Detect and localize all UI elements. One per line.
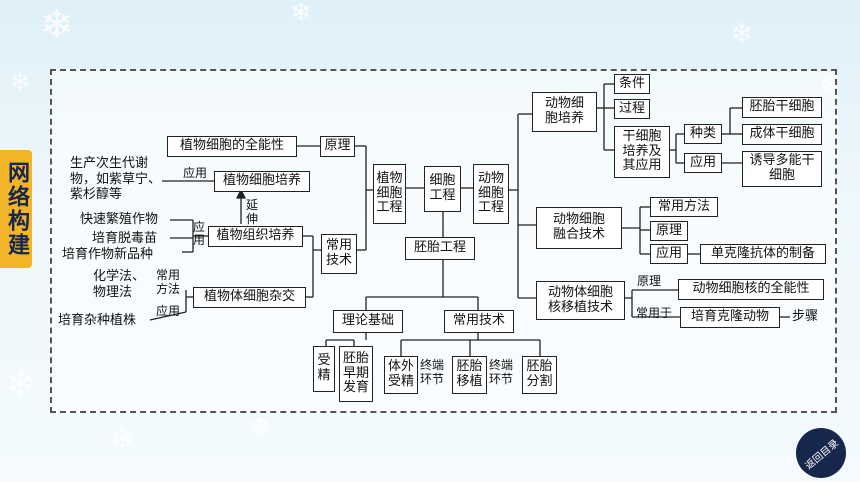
node-common-technique: 常用技术 [444,310,514,333]
node-adult-stem-cell: 成体干细胞 [742,124,822,145]
node-plant-cell-engineering: 植物 细胞 工程 [373,164,406,224]
node-process: 过程 [614,99,650,119]
text-virus-free: 培育脱毒苗 [92,231,158,246]
text-hybrid-plant: 培育杂种植株 [58,313,137,328]
label-extend: 延 伸 [246,198,259,227]
node-fusion-application: 应用 [650,244,688,264]
text-steps: 步骤 [792,309,819,324]
node-embryonic-stem-cell: 胚胎干细胞 [742,97,822,118]
node-embryo-engineering: 胚胎工程 [405,237,475,260]
node-embryo-splitting: 胚胎 分割 [522,356,557,394]
node-clone-animal: 培育克隆动物 [680,307,780,328]
label-commonly-used-for: 常用于 [636,306,673,320]
node-plant-somatic-hybrid: 植物体细胞杂交 [193,287,306,308]
label-application: 应用 [193,220,206,247]
node-ips-cell: 诱导多能干 细胞 [742,151,822,187]
label-common-method: 常用 方法 [156,268,181,297]
back-button-label: 返回目录 [803,437,842,472]
snowflake-decoration: ❄ [290,0,312,28]
node-plant-totipotency: 植物细胞的全能性 [167,136,297,157]
text-secondary-metabolites: 生产次生代谢 物，如紫草宁、 紫杉醇等 [70,156,162,203]
node-fusion-method: 常用方法 [650,197,718,217]
node-stem-application: 应用 [684,153,722,173]
node-animal-cell-engineering: 动物 细胞 工程 [473,164,509,224]
node-condition: 条件 [614,74,650,94]
node-embryo-transfer: 胚胎 移植 [452,356,487,394]
node-type: 种类 [684,124,722,144]
label-application: 应用 [156,304,181,318]
text-fast-propagation: 快速繁殖作物 [80,212,159,227]
node-stem-cell-culture: 干细胞 培养及 其应用 [614,126,670,178]
snowflake-decoration: ❄ [110,422,136,457]
node-plant-cell-culture: 植物细胞培养 [214,171,310,192]
text-new-variety: 培育作物新品种 [62,247,154,262]
node-theory-basis: 理论基础 [333,310,403,333]
node-plant-common-tech: 常用 技术 [321,234,357,274]
back-to-contents-button[interactable]: 返回目录 [796,428,846,478]
node-plant-tissue-culture: 植物组织培养 [208,226,303,247]
node-fusion-principle: 原理 [650,221,688,241]
node-cell-fusion: 动物细胞 融合技术 [536,207,622,249]
node-ivf: 体外 受精 [384,356,418,394]
snowflake-decoration: ❄ [40,2,74,48]
text-terminal-link: 终端 环节 [489,358,514,387]
label-application: 应用 [183,166,208,180]
snowflake-decoration: ❄ [250,413,272,443]
text-chem-phys: 化学法、 物理法 [93,269,146,300]
snowflake-decoration: ❄ [5,362,37,406]
label-principle: 原理 [637,274,662,288]
node-nucleus-totipotency: 动物细胞核的全能性 [678,279,824,300]
snowflake-decoration: ❄ [730,17,754,50]
node-cell-engineering: 细胞 工程 [424,166,461,212]
node-early-embryo-development: 胚胎 早期 发育 [339,346,373,402]
section-tab: 网络构建 [0,150,32,268]
node-nuclear-transfer: 动物体细胞 核移植技术 [536,281,625,320]
node-animal-cell-culture: 动物细 胞培养 [532,92,597,132]
node-principle: 原理 [320,136,355,157]
snowflake-decoration: ❄ [10,68,31,96]
text-terminal-link: 终端 环节 [420,358,445,387]
node-monoclonal-antibody: 单克隆抗体的制备 [700,244,826,264]
section-title: 网络构建 [4,161,29,257]
node-fertilization: 受 精 [313,346,335,392]
